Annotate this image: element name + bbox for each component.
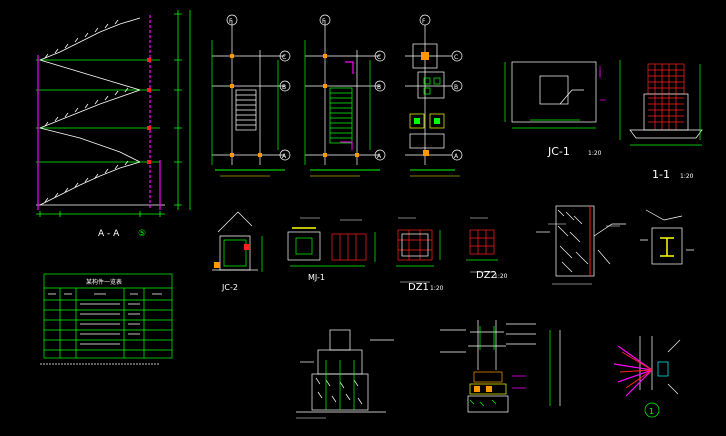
dz2-scale: 1:20	[494, 273, 508, 280]
jc1-detail	[504, 61, 606, 129]
jc2-detail	[212, 211, 263, 272]
jc1-title: JC-1	[547, 145, 570, 158]
jc1-scale: 1:20	[588, 150, 602, 157]
grid-label-c3: C	[454, 54, 458, 61]
grid-label-f3: F	[422, 18, 426, 25]
component-table	[40, 273, 173, 365]
annotation-leaders	[220, 175, 620, 419]
radial-mark: 1	[649, 407, 654, 416]
sec11-title: 1-1	[652, 168, 670, 181]
grid-label-b1: B	[282, 84, 286, 91]
grid-bubbles-plan-1	[226, 14, 463, 161]
section-aa-stair	[36, 10, 191, 217]
radial-connection-detail	[613, 336, 681, 418]
dz1-scale: 1:20	[430, 285, 444, 292]
grid-label-a1: A	[282, 153, 287, 160]
grid-label-f1: F	[229, 18, 233, 25]
stair-plan-1	[211, 20, 285, 171]
table-title: 某构件一览表	[86, 278, 122, 286]
pedestal-section	[296, 329, 394, 413]
dz1-detail	[396, 229, 441, 267]
wall-connection-detail	[536, 205, 626, 277]
mj1-detail	[287, 227, 376, 267]
grid-label-a2: A	[377, 153, 382, 160]
mj1-title: MJ-1	[308, 273, 325, 282]
dz2-detail	[466, 229, 498, 261]
steel-column-joint	[640, 209, 694, 265]
section-aa-mark: ⑤	[138, 229, 146, 239]
grid-label-f2: F	[322, 18, 326, 25]
column-base-detail	[440, 320, 561, 413]
section-aa-title: A - A	[98, 229, 120, 239]
section-11	[599, 60, 703, 146]
grid-label-b2: B	[377, 84, 381, 91]
dz1-title: DZ1	[408, 282, 429, 293]
stair-plan-2	[304, 20, 380, 171]
grid-label-c2: C	[377, 54, 381, 61]
jc2-title: JC-2	[221, 283, 238, 292]
grid-label-b3: B	[454, 84, 458, 91]
dz2-title: DZ2	[476, 270, 497, 281]
foundation-plan	[405, 25, 455, 171]
grid-label-a3: A	[454, 153, 459, 160]
sec11-scale: 1:20	[680, 173, 694, 180]
grid-label-c1: C	[282, 54, 286, 61]
